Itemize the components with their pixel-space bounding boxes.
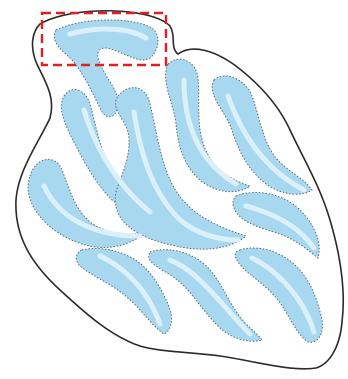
diagram-canvas	[0, 0, 348, 379]
cerebellum-diagram	[0, 0, 348, 379]
